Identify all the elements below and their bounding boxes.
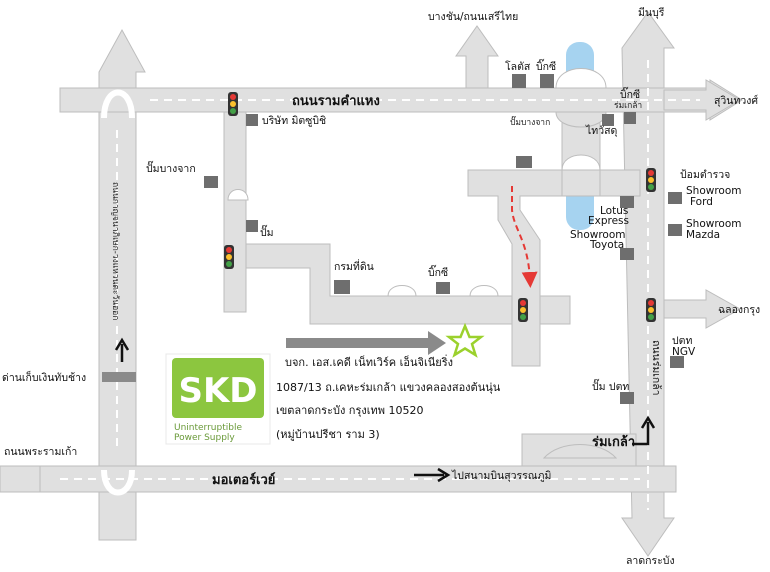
bldg-mazda — [668, 224, 682, 236]
logo-tag-2: Power Supply — [174, 433, 235, 443]
bldg-bridge — [602, 114, 614, 126]
arrow-up-icon — [114, 337, 130, 362]
road-motorway: มอเตอร์เวย์ — [212, 472, 275, 488]
lm-land: กรมที่ดิน — [334, 259, 374, 273]
arrow-right-icon — [414, 467, 451, 483]
lm-bigc-romklao: บิ๊กซี — [620, 86, 640, 101]
road-kanchanaphisek: ถนนกาญจนาภิเษก-วงแหวนตะวันออก — [110, 182, 120, 320]
skd-logo: SKD Uninterruptible Power Supply — [165, 353, 271, 445]
lm-ford-2: Ford — [690, 196, 713, 208]
right-arrow-chalongkrung — [663, 289, 742, 329]
bldg-ptt-ngv — [670, 356, 684, 368]
buildings — [102, 74, 684, 404]
traffic-light-icon — [646, 298, 656, 322]
traffic-light-icon — [224, 245, 234, 269]
traffic-light-icon — [228, 92, 238, 116]
inner-road-vertical — [223, 111, 247, 313]
lm-toyota-2: Toyota — [589, 239, 624, 251]
dir-airport: ไปสนามบินสุวรรณภูมิ — [451, 469, 551, 482]
lm-bigc-top: บิ๊กซี — [536, 58, 556, 73]
lm-lotus-exp-2: Express — [588, 215, 629, 227]
lane-markings — [60, 60, 700, 510]
company-name: บจก. เอส.เคดี เน็ทเวิร์ค เอ็นจิเนียริ่ง — [285, 354, 453, 369]
lm-bangchak-top: ปั๊มบางจาก — [510, 115, 550, 128]
bldg-land — [334, 280, 350, 294]
lm-ptt-1: ปตท — [672, 335, 692, 347]
lm-ptt-2: NGV — [672, 346, 696, 358]
bldg-pump — [246, 220, 258, 232]
destination-star-icon — [445, 322, 485, 358]
bldg-bigc-romklao — [624, 112, 636, 124]
bldg-ptt — [620, 392, 634, 404]
lm-pump: ปั๊ม — [260, 224, 274, 239]
dir-latkrabang: ลาดกระบัง — [626, 555, 675, 567]
logo-letters: SKD — [178, 371, 257, 411]
road-romklao: ร่มเกล้า — [592, 434, 635, 450]
lm-mitsu: บริษัท มิตซูบิชิ — [262, 115, 326, 127]
lm-police: ป้อมตำรวจ — [680, 169, 730, 181]
dir-toll: ด่านเก็บเงินทับช้าง — [2, 370, 86, 384]
dir-chalongkrung: ฉลองกรุง — [718, 304, 760, 316]
route-arrow — [511, 186, 538, 288]
bldg-bigc-mid — [436, 282, 450, 294]
dir-sukhumvit: สุวินทวงศ์ — [714, 94, 758, 107]
traffic-lights — [224, 92, 656, 322]
bldg-mitsu — [246, 114, 258, 126]
bldg-bigc-top — [540, 74, 554, 88]
dir-bangkapi: บางชัน/ถนนเสรีไทย — [428, 10, 518, 23]
dir-minburi: มีนบุรี — [638, 6, 665, 19]
lm-toyota-1: Showroom — [570, 229, 626, 241]
up-arrow-bangchan — [455, 25, 499, 89]
lm-bigc-mid: บิ๊กซี — [428, 264, 448, 279]
address-line-2: เขตลาดกระบัง กรุงเทพ 10520 — [276, 404, 424, 417]
logo-tag-1: Uninterruptible — [174, 423, 242, 433]
lm-mazda-1: Showroom — [686, 218, 742, 230]
road-ramkhamhaeng: ถนนรามคำแหง — [292, 93, 380, 109]
lm-lotus-exp-1: Lotus — [600, 205, 628, 217]
lm-bigc-romklao-sub: ร่มเกล้า — [614, 100, 642, 111]
right-arrow-sukhumvit — [663, 79, 741, 121]
traffic-light-icon — [518, 298, 528, 322]
bldg-lotus-express — [620, 196, 634, 208]
lm-bangchak-left: ปั๊มบางจาก — [146, 160, 196, 175]
left-arrow-phraram9 — [0, 465, 41, 493]
lm-mazda-2: Mazda — [686, 229, 720, 241]
lm-pump-ptt: ปั๊ม ปตท — [592, 378, 629, 393]
bldg-bangchak-top — [516, 156, 532, 168]
direction-arrow-grey — [286, 331, 446, 355]
toll-booth-icon — [102, 372, 136, 382]
address-line-1: 1087/13 ถ.เคหะร่มเกล้า แขวงคลองสองต้นนุ่… — [276, 381, 501, 394]
inner-road-horizontal — [245, 243, 571, 325]
left-expressway — [98, 28, 146, 541]
lm-lotus: โลตัส — [505, 60, 531, 73]
bldg-lotus — [512, 74, 526, 88]
road-phraram9: ถนนพระรามเก้า — [4, 446, 77, 458]
lm-ford-1: Showroom — [686, 185, 742, 197]
lm-bridge: ไทวัสดุ — [585, 124, 617, 137]
address-line-3: (หมู่บ้านปรีชา ราม 3) — [276, 428, 380, 441]
traffic-light-icon — [646, 168, 656, 192]
bldg-toyota — [620, 248, 634, 260]
bldg-bangchak — [204, 176, 218, 188]
road-romklao-vertical: ถนนร่มเกล้า — [650, 340, 662, 396]
arrow-turn-icon — [632, 415, 656, 446]
bldg-ford — [668, 192, 682, 204]
inner-road-upper — [467, 169, 641, 367]
